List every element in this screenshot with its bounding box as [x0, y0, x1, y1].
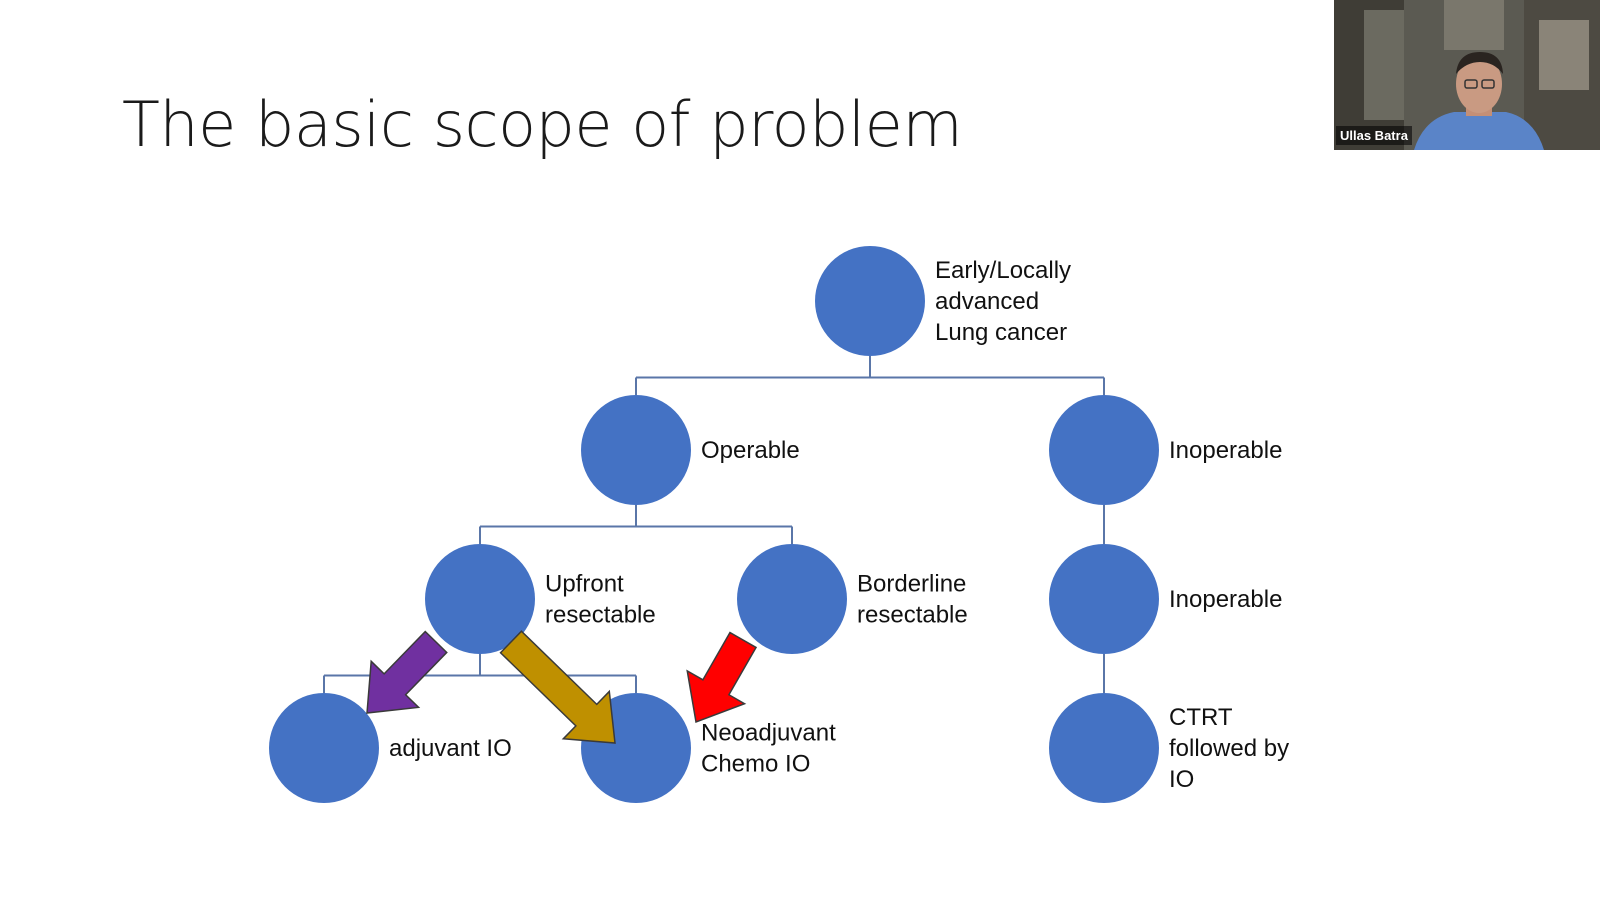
node-label-line: Early/Locally	[935, 257, 1071, 284]
node-label-line: Upfront	[545, 571, 624, 598]
node-label-line: Inoperable	[1169, 586, 1282, 613]
node-label-line: Chemo IO	[701, 751, 810, 778]
node-root	[815, 246, 925, 356]
node-label-line: CTRT	[1169, 704, 1233, 731]
node-label-line: adjuvant IO	[389, 735, 512, 762]
arrow-layer	[366, 630, 758, 744]
node-label-upfront: Upfront resectable	[545, 571, 656, 629]
node-adjuvant	[269, 693, 379, 803]
gold-arrow	[499, 630, 616, 744]
red-arrow	[686, 631, 758, 724]
purple-arrow	[366, 630, 448, 714]
node-label-line: Operable	[701, 437, 800, 464]
node-label-inoperable-1: Inoperable	[1169, 437, 1282, 464]
node-label-line: resectable	[545, 602, 656, 629]
node-label-line: Neoadjuvant	[701, 720, 836, 747]
person-shirt	[1414, 112, 1544, 150]
video-feed	[1334, 0, 1600, 150]
node-label-line: advanced	[935, 288, 1039, 315]
slide-title: The basic scope of problem	[122, 88, 963, 161]
node-label-line: followed by	[1169, 735, 1289, 762]
node-label-line: Inoperable	[1169, 437, 1282, 464]
node-label-line: resectable	[857, 602, 968, 629]
connector-layer	[323, 356, 1105, 693]
node-inoperable-1	[1049, 395, 1159, 505]
node-label-line: Borderline	[857, 571, 966, 598]
video-tile[interactable]: Ullas Batra	[1334, 0, 1600, 150]
node-label-adjuvant: adjuvant IO	[389, 735, 512, 762]
node-label-inoperable-2: Inoperable	[1169, 586, 1282, 613]
node-ctrt	[1049, 693, 1159, 803]
node-label-line: Lung cancer	[935, 319, 1067, 346]
node-borderline	[737, 544, 847, 654]
person-face	[1456, 55, 1502, 113]
node-inoperable-2	[1049, 544, 1159, 654]
node-upfront	[425, 544, 535, 654]
node-operable	[581, 395, 691, 505]
node-label-operable: Operable	[701, 437, 800, 464]
node-label-line: IO	[1169, 766, 1194, 793]
participant-name: Ullas Batra	[1336, 126, 1412, 145]
node-label-borderline: Borderline resectable	[857, 571, 968, 629]
node-label-ctrt: CTRT followed by IO	[1169, 704, 1289, 793]
